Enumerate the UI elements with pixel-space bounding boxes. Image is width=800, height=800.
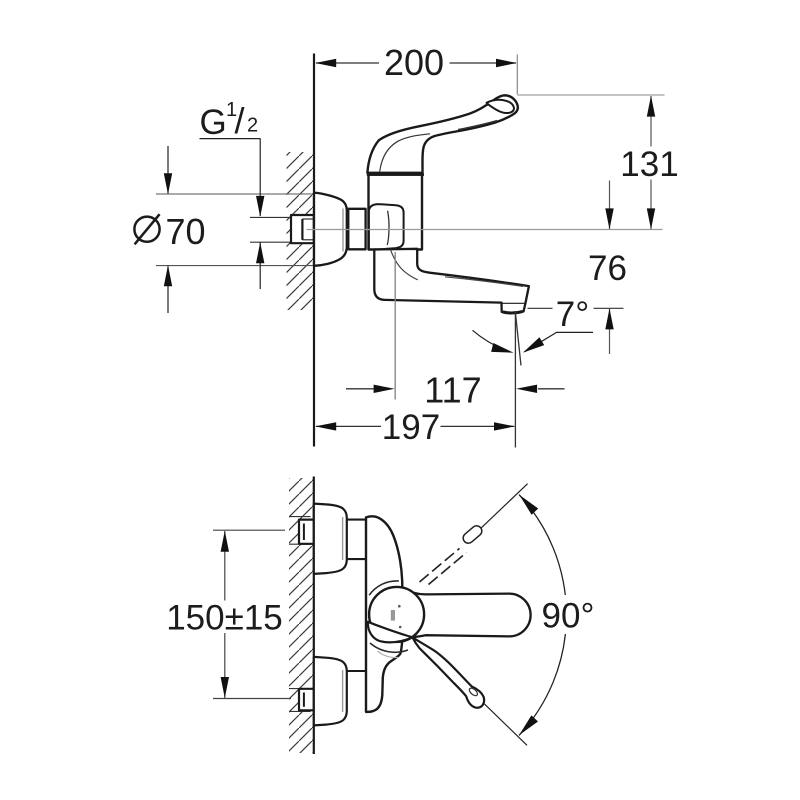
svg-text:7°: 7° — [556, 295, 589, 334]
svg-text:117: 117 — [424, 369, 481, 410]
svg-text:150±15: 150±15 — [166, 599, 283, 638]
svg-text:G: G — [200, 103, 227, 142]
svg-text:90°: 90° — [542, 597, 595, 636]
svg-text:1: 1 — [226, 99, 237, 121]
svg-text:131: 131 — [620, 145, 678, 184]
svg-text:70: 70 — [165, 211, 205, 252]
svg-text:200: 200 — [384, 42, 444, 83]
svg-text:197: 197 — [382, 408, 440, 447]
svg-text:76: 76 — [588, 249, 627, 288]
svg-text:2: 2 — [247, 115, 258, 137]
svg-text:/: / — [235, 100, 245, 141]
